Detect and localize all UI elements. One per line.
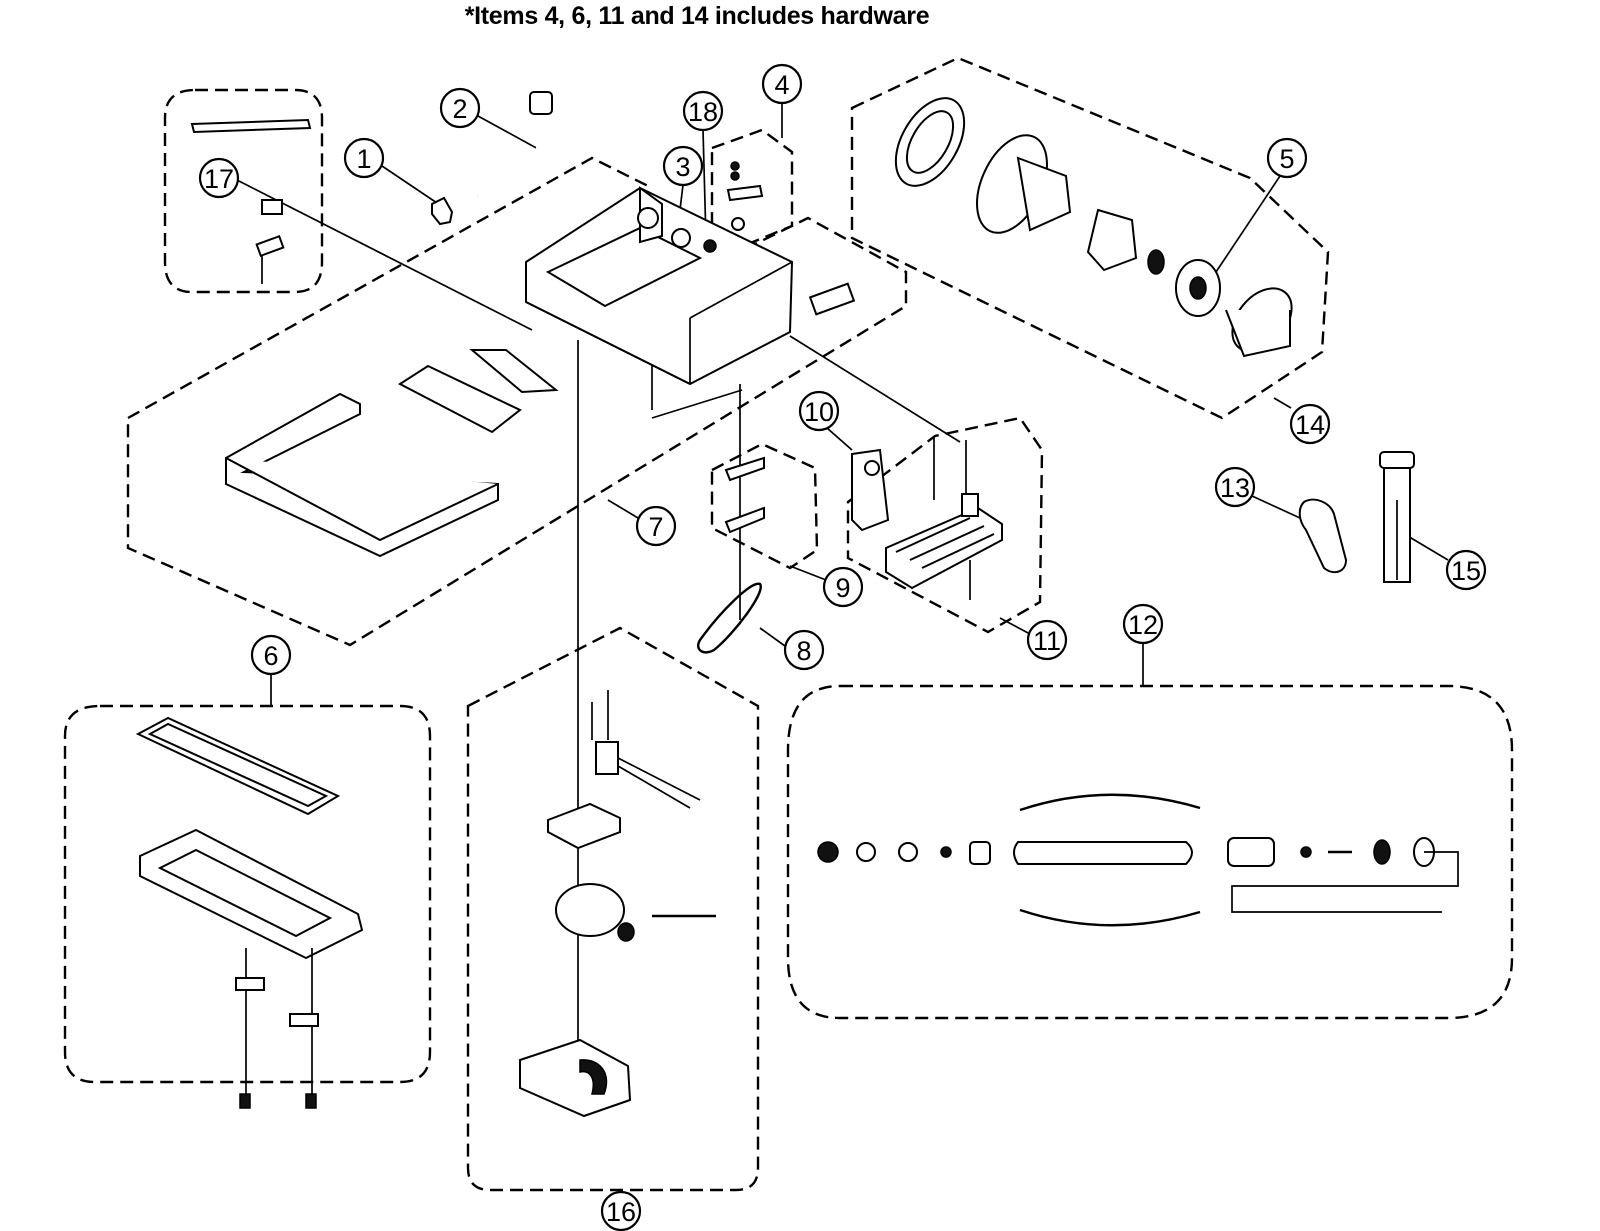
part-2-hose bbox=[476, 91, 553, 201]
leader-lines bbox=[232, 102, 1449, 1192]
part-4-hardware bbox=[726, 161, 764, 231]
callout-circle bbox=[783, 629, 825, 671]
part-17-parts bbox=[190, 118, 312, 284]
callout-label: 10 bbox=[804, 397, 834, 427]
diagram-note: *Items 4, 6, 11 and 14 includes hardware bbox=[0, 2, 1600, 31]
group-outline-6 bbox=[63, 704, 432, 1084]
part-1-clip bbox=[431, 196, 454, 226]
part-13-knob bbox=[1298, 498, 1348, 574]
callout-label: 14 bbox=[1295, 410, 1325, 440]
callout-circle bbox=[1445, 549, 1487, 591]
callout-17: 17 bbox=[198, 157, 240, 199]
callout-13: 13 bbox=[1214, 466, 1256, 508]
callout-7: 7 bbox=[635, 505, 677, 547]
callout-9: 9 bbox=[822, 566, 864, 608]
group-outline-17 bbox=[163, 88, 324, 294]
callout-circle bbox=[1214, 466, 1256, 508]
callout-label: 18 bbox=[688, 97, 718, 127]
callout-circle bbox=[1122, 603, 1164, 645]
callout-label: 12 bbox=[1128, 610, 1158, 640]
callout-2: 2 bbox=[439, 87, 481, 129]
callout-circle bbox=[682, 90, 724, 132]
callout-circle bbox=[822, 566, 864, 608]
callout-label: 1 bbox=[356, 144, 371, 174]
callout-18: 18 bbox=[682, 90, 724, 132]
callout-circle bbox=[761, 63, 803, 105]
part-12-brush-roll bbox=[817, 793, 1459, 927]
callout-10: 10 bbox=[798, 390, 840, 432]
callout-11: 11 bbox=[1026, 619, 1068, 661]
callout-circle bbox=[1266, 137, 1308, 179]
callout-circle bbox=[198, 157, 240, 199]
callout-12: 12 bbox=[1122, 603, 1164, 645]
callout-label: 7 bbox=[648, 512, 663, 542]
callout-circle bbox=[600, 1190, 642, 1231]
callout-5: 5 bbox=[1266, 137, 1308, 179]
part-15-wand bbox=[1379, 451, 1415, 583]
callout-label: 8 bbox=[796, 636, 811, 666]
callout-circle bbox=[1289, 403, 1331, 445]
part-7-base-plate bbox=[225, 349, 559, 558]
callout-16: 16 bbox=[600, 1190, 642, 1231]
callout-circle bbox=[1026, 619, 1068, 661]
callout-label: 4 bbox=[774, 70, 789, 100]
callout-label: 13 bbox=[1220, 473, 1250, 503]
group-outline-4 bbox=[710, 128, 794, 250]
callout-label: 6 bbox=[263, 641, 278, 671]
callout-label: 17 bbox=[204, 164, 234, 194]
part-14-motor-assembly bbox=[894, 97, 1293, 358]
callout-circle bbox=[798, 390, 840, 432]
part-8-belt bbox=[697, 582, 762, 654]
main-housing bbox=[525, 186, 856, 386]
callout-8: 8 bbox=[783, 629, 825, 671]
callout-circle bbox=[250, 634, 292, 676]
callout-6: 6 bbox=[250, 634, 292, 676]
callout-circle bbox=[635, 505, 677, 547]
part-16-drive-assembly bbox=[519, 690, 716, 1118]
callout-label: 3 bbox=[675, 152, 690, 182]
diagram-note-text: *Items 4, 6, 11 and 14 includes hardware bbox=[464, 2, 930, 30]
callout-label: 5 bbox=[1279, 144, 1294, 174]
callout-label: 2 bbox=[452, 94, 467, 124]
callout-4: 4 bbox=[761, 63, 803, 105]
callout-label: 15 bbox=[1451, 556, 1481, 586]
callout-circle bbox=[662, 145, 704, 187]
callout-circle bbox=[439, 87, 481, 129]
callout-circle bbox=[343, 137, 385, 179]
group-outline-16 bbox=[466, 626, 760, 1192]
part-6-cover-assembly bbox=[135, 716, 364, 1109]
group-outline-11 bbox=[846, 416, 1044, 634]
callout-14: 14 bbox=[1289, 403, 1331, 445]
callout-3: 3 bbox=[662, 145, 704, 187]
group-outline-7 bbox=[126, 156, 908, 647]
part-10-switch bbox=[851, 448, 890, 532]
part-11-tray bbox=[885, 493, 1003, 600]
callout-label: 11 bbox=[1033, 626, 1061, 656]
group-outline-12 bbox=[786, 684, 1514, 1020]
callout-15: 15 bbox=[1445, 549, 1487, 591]
part-9-brackets bbox=[724, 456, 765, 534]
callout-label: 16 bbox=[606, 1197, 636, 1227]
callout-label: 9 bbox=[835, 573, 850, 603]
callout-1: 1 bbox=[343, 137, 385, 179]
group-outline-14 bbox=[850, 56, 1330, 420]
